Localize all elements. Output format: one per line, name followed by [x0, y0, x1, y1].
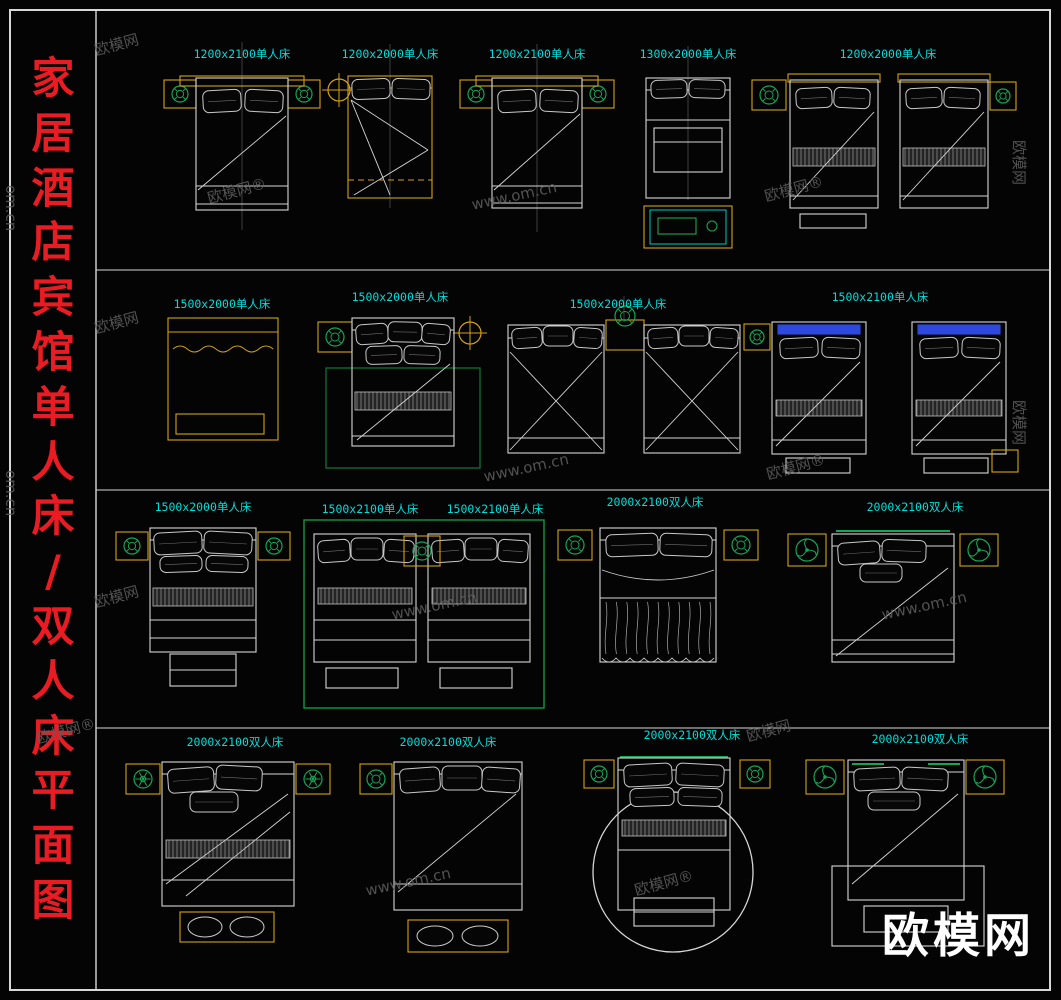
bed-size-label: 1300x2000单人床 [640, 47, 737, 61]
title-character: 单 [31, 382, 75, 433]
bed-size-label: 2000x2100双人床 [607, 495, 704, 509]
title-character: 床 [31, 711, 75, 762]
title-character: 宾 [31, 273, 75, 324]
bed-2000x2100-d [359, 761, 523, 953]
title-character: 人 [31, 656, 75, 707]
title-character: 馆 [31, 327, 75, 378]
bed-2000x2100-b [787, 530, 999, 663]
bed-size-label: 1500x2000单人床 [570, 297, 667, 311]
title-character: 酒 [31, 163, 75, 214]
bed-1500x2000-c [115, 527, 291, 687]
bed-1200x2100-b [459, 44, 615, 232]
bed-size-label: 1500x2000单人床 [174, 297, 271, 311]
bed-1200x2100-a [163, 42, 321, 230]
title-character: 平 [31, 766, 75, 817]
bed-size-label: 2000x2100双人床 [400, 735, 497, 749]
bed-2000x2100-a [557, 527, 759, 663]
title-character: 图 [31, 875, 75, 926]
bed-size-label: 2000x2100双人床 [187, 735, 284, 749]
title-character: 居 [31, 108, 75, 159]
title-character: 人 [31, 437, 75, 488]
title-character: / [45, 547, 61, 598]
drawing-frame [9, 9, 1051, 991]
bed-1200x2000-a [322, 44, 433, 208]
bed-size-label: 2000x2100双人床 [867, 500, 964, 514]
bed-2000x2100-c [125, 761, 331, 943]
title-character: 双 [31, 601, 75, 652]
site-logo: 欧模网 [882, 909, 1035, 964]
title-character: 面 [31, 821, 75, 872]
bed-size-label: 1500x2100单人床 [447, 502, 544, 516]
title-character: 店 [31, 218, 75, 269]
bed-1200x2000-pair [751, 73, 1017, 229]
bed-size-label: 1500x2100单人床 [322, 502, 419, 516]
bed-size-label: 2000x2100双人床 [872, 732, 969, 746]
bed-1500x2100-boxed-twins [303, 519, 545, 709]
bed-size-label: 1200x2100单人床 [194, 47, 291, 61]
bed-size-label: 1500x2000单人床 [155, 500, 252, 514]
title-character: 家 [31, 54, 75, 104]
bed-size-label: 2000x2100双人床 [644, 728, 741, 742]
bed-size-label: 1200x2100单人床 [489, 47, 586, 61]
title-character: 床 [31, 492, 75, 543]
bed-size-label: 1200x2000单人床 [342, 47, 439, 61]
bed-1300x2000 [643, 46, 733, 249]
bed-2000x2100-round-rug [583, 756, 771, 953]
bed-size-label: 1200x2000单人床 [840, 47, 937, 61]
bed-1500x2000-a [167, 317, 279, 441]
bed-size-label: 1500x2000单人床 [352, 290, 449, 304]
bed-2000x2100-e [805, 759, 1005, 947]
bed-1500x2100-twins [743, 321, 1019, 474]
bed-1500x2000-b [317, 316, 487, 469]
bed-size-label: 1500x2100单人床 [832, 290, 929, 304]
bed-1500x2000-twins [507, 296, 741, 454]
vertical-title: 家居酒店宾馆单人床/双人床平面图 [16, 52, 90, 929]
